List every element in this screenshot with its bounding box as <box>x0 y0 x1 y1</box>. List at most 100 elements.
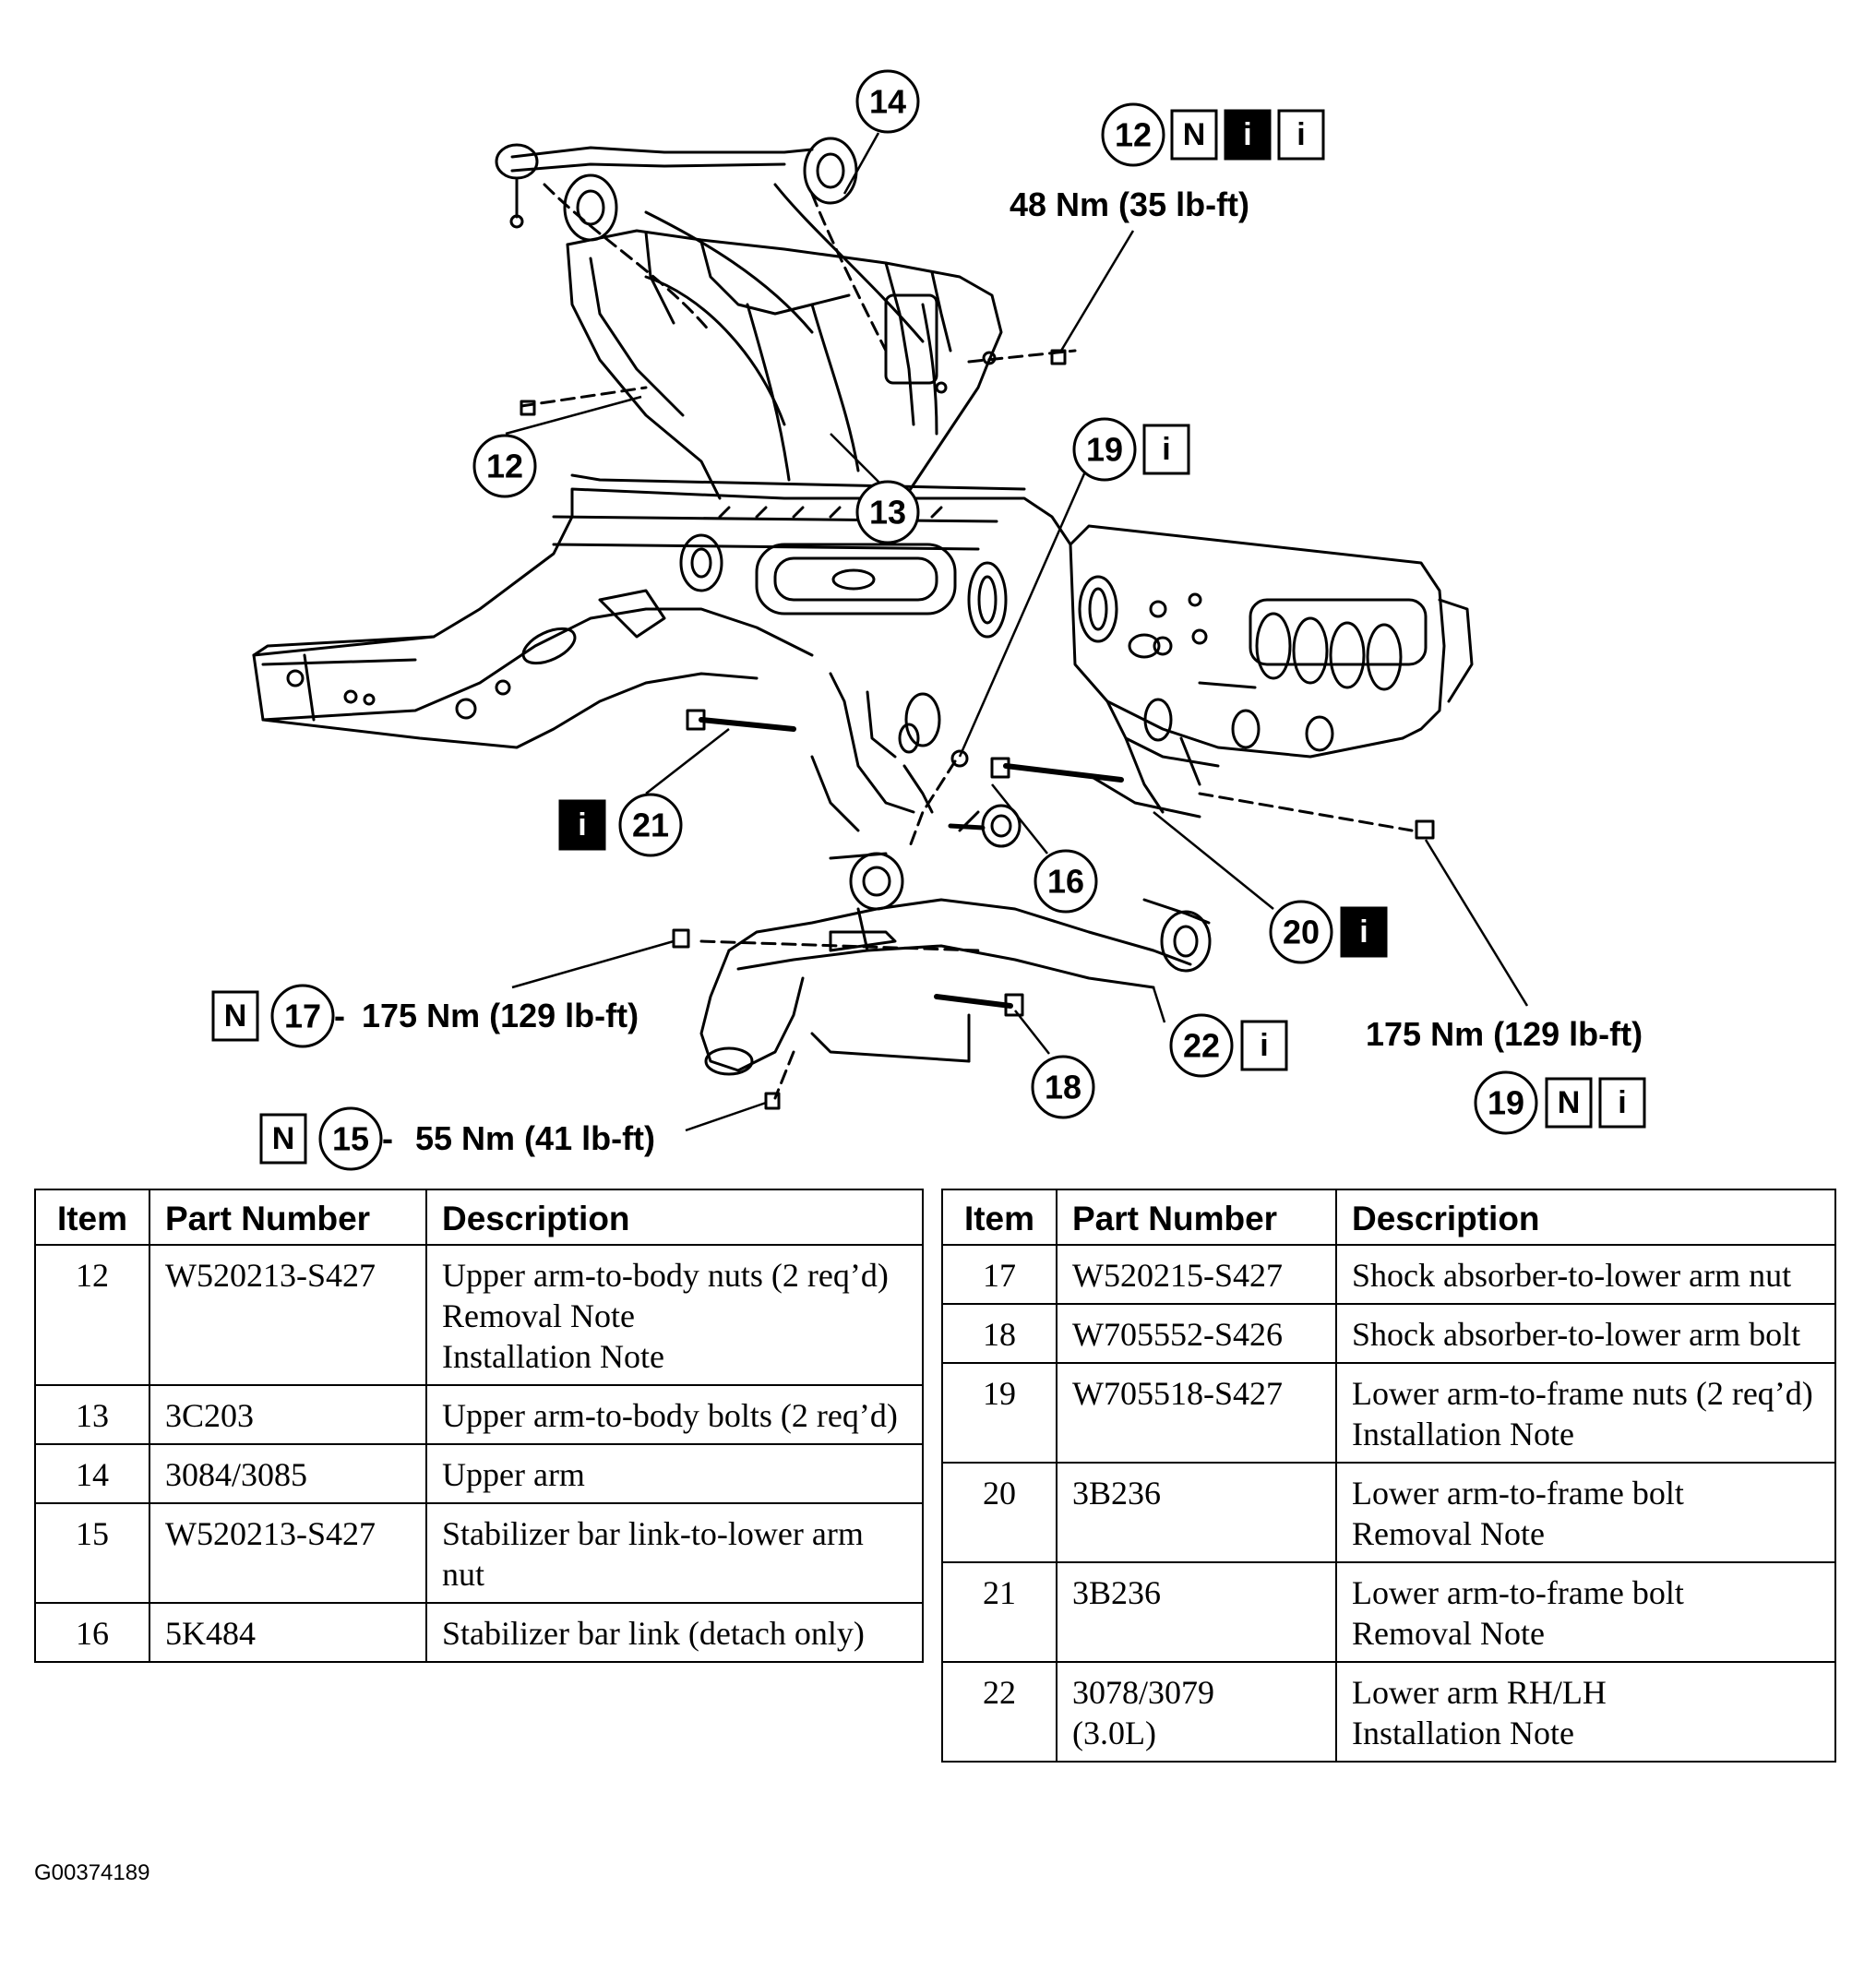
description-line: Upper arm-to-body nuts (2 req’d) <box>442 1257 889 1294</box>
symbol-letter: i <box>1243 117 1251 152</box>
item-cell: 19 <box>941 1362 1057 1464</box>
item-cell: 16 <box>34 1602 150 1663</box>
lower-control-arm-drawing <box>699 804 1212 1076</box>
description-cell: Stabilizer bar link-to-lower arm nut <box>425 1502 924 1604</box>
callout-21: i 21 <box>558 793 683 857</box>
description-cell: Lower arm RH/LH Installation Note <box>1335 1661 1836 1763</box>
header-part-number: Part Number <box>1056 1189 1337 1246</box>
symbol-letter: i <box>1618 1085 1626 1120</box>
figure-id: G00374189 <box>34 1860 150 1885</box>
description-cell: Upper arm-to-body bolts (2 req’d) <box>425 1384 924 1445</box>
item-cell: 15 <box>34 1502 150 1604</box>
item-cell: 22 <box>941 1661 1057 1763</box>
info-outline-icon <box>1598 1077 1646 1129</box>
part-number-cell: W705518-S427 <box>1056 1362 1337 1464</box>
description-line: Removal Note <box>1352 1515 1545 1552</box>
part-number-cell: W520213-S427 <box>149 1244 427 1386</box>
torque-spec: 55 Nm (41 lb-ft) <box>415 1119 655 1157</box>
table-row: 18 W705552-S426 Shock absorber-to-lower ar… <box>941 1303 1836 1364</box>
left-frame-extension-drawing <box>252 635 436 722</box>
info-filled-icon <box>1224 109 1272 161</box>
description-line: Upper arm-to-body bolts (2 req’d) <box>442 1397 898 1434</box>
callout-number: 16 <box>1047 863 1084 901</box>
part-number-line: 3C203 <box>165 1397 255 1434</box>
table-row: 12 W520213-S427 Upper arm-to-body nuts (2 … <box>34 1244 924 1386</box>
callout-12-left: 12 <box>472 434 537 498</box>
part-number-cell: 3078/3079(3.0L) <box>1056 1661 1337 1763</box>
callout-17: N 17 - 175 Nm (129 lb-ft) <box>211 984 639 1048</box>
description-cell: Upper arm <box>425 1443 924 1504</box>
torque-spec: 175 Nm (129 lb-ft) <box>1366 1015 1643 1053</box>
description-line: Stabilizer bar link-to-lower arm nut <box>442 1515 864 1593</box>
fasteners-drawing <box>520 349 1435 1110</box>
callout-number: 12 <box>1115 116 1152 154</box>
part-number-line: 3B236 <box>1072 1574 1162 1611</box>
description-line: Upper arm <box>442 1456 585 1493</box>
n-symbol-icon <box>259 1113 307 1165</box>
description-line: Stabilizer bar link (detach only) <box>442 1615 865 1652</box>
part-number-line: W705518-S427 <box>1072 1375 1283 1412</box>
description-line: Lower arm-to-frame nuts (2 req’d) <box>1352 1375 1813 1412</box>
part-number-line: W705552-S426 <box>1072 1316 1283 1353</box>
leader-lines <box>505 132 1529 1132</box>
info-outline-icon <box>1277 109 1325 161</box>
callout-number: 19 <box>1488 1084 1524 1122</box>
torque-dash: - <box>334 997 345 1034</box>
callout-14: 14 <box>855 69 920 134</box>
part-number-cell: W705552-S426 <box>1056 1303 1337 1364</box>
lower-arm-brackets-drawing <box>810 672 1201 832</box>
item-cell: 18 <box>941 1303 1057 1364</box>
part-number-cell: 3B236 <box>1056 1561 1337 1663</box>
callout-15: N 15 - 55 Nm (41 lb-ft) <box>259 1106 655 1171</box>
description-line: Lower arm-to-frame bolt <box>1352 1475 1684 1512</box>
callout-number: 20 <box>1283 914 1320 951</box>
symbol-letter: N <box>272 1121 295 1156</box>
torque-dash: - <box>382 1119 393 1157</box>
right-frame-rail-drawing <box>1069 524 1474 768</box>
n-symbol-icon <box>1170 109 1218 161</box>
torque-spec: 175 Nm (129 lb-ft) <box>362 997 639 1034</box>
item-cell: 21 <box>941 1561 1057 1663</box>
torque-spec: 48 Nm (35 lb-ft) <box>1010 185 1249 223</box>
symbol-letter: N <box>1183 117 1206 152</box>
description-cell: Shock absorber-to-lower arm bolt <box>1335 1303 1836 1364</box>
description-line: Installation Note <box>1352 1715 1574 1751</box>
header-description: Description <box>1335 1189 1836 1246</box>
description-line: Shock absorber-to-lower arm nut <box>1352 1257 1792 1294</box>
item-cell: 12 <box>34 1244 150 1386</box>
part-number-line: 5K484 <box>165 1615 256 1652</box>
part-number-line: 3B236 <box>1072 1475 1162 1512</box>
description-cell: Lower arm-to-frame nuts (2 req’d)Install… <box>1335 1362 1836 1464</box>
part-number-cell: W520215-S427 <box>1056 1244 1337 1305</box>
callout-number: 22 <box>1183 1027 1220 1065</box>
part-number-line: W520213-S427 <box>165 1257 376 1294</box>
part-number-cell: W520213-S427 <box>149 1502 427 1604</box>
description-cell: Stabilizer bar link (detach only) <box>425 1602 924 1663</box>
header-description: Description <box>425 1189 924 1246</box>
callout-19-bottom: 175 Nm (129 lb-ft) 19 N i <box>1366 1015 1646 1135</box>
symbol-letter: i <box>578 807 586 843</box>
frame-crossmember-drawing <box>252 473 1072 749</box>
description-line: Lower arm RH/LH <box>1352 1674 1607 1711</box>
table-row: 19 W705518-S427 Lower arm-to-frame nuts (2… <box>941 1362 1836 1464</box>
header-item: Item <box>941 1189 1057 1246</box>
header-item: Item <box>34 1189 150 1246</box>
callout-13: 13 <box>855 480 920 544</box>
shock-tower-drawing <box>520 229 1077 500</box>
description-line: Removal Note <box>1352 1615 1545 1652</box>
part-number-cell: 5K484 <box>149 1602 427 1663</box>
callout-number: 17 <box>284 998 321 1035</box>
callout-18: 18 <box>1031 1055 1095 1119</box>
callout-number: 18 <box>1045 1069 1081 1106</box>
callout-number: 21 <box>632 807 669 844</box>
callout-22: 22 i <box>1169 1013 1288 1078</box>
